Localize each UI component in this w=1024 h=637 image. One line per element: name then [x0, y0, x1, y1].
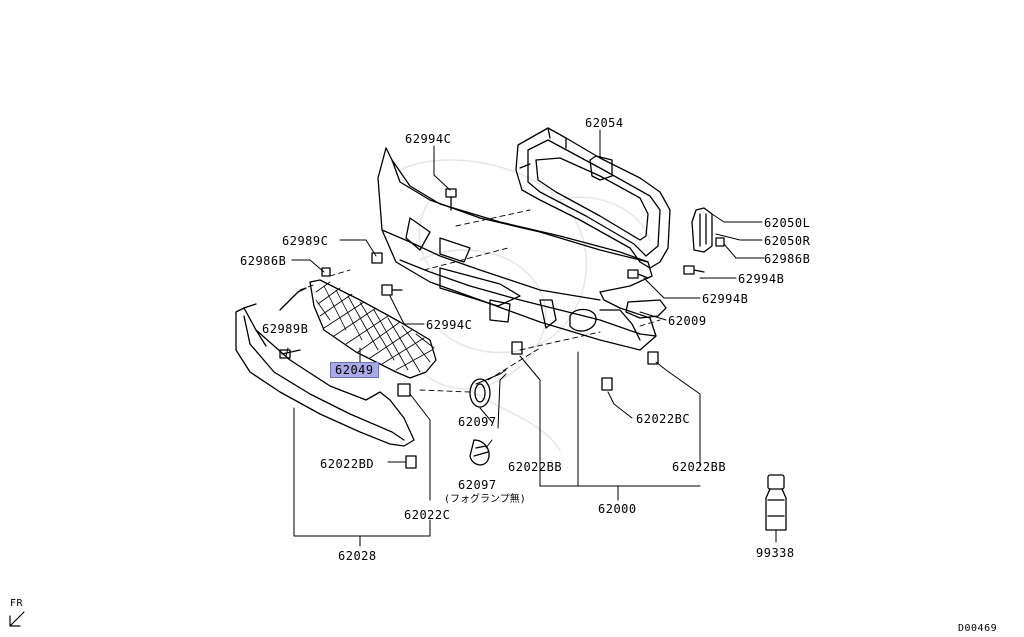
- front-bumper-62000: [377, 147, 657, 351]
- label-62994C-mid[interactable]: 62994C: [426, 318, 473, 332]
- fog-lamp-note: (フォグランプ無): [444, 494, 526, 505]
- fr-label: FR: [10, 598, 24, 609]
- leader-lines: [285, 129, 777, 547]
- label-62989B[interactable]: 62989B: [262, 322, 309, 336]
- label-62097-a[interactable]: 62097: [458, 415, 497, 429]
- label-62986B-right[interactable]: 62986B: [764, 252, 811, 266]
- diagram-code: D00469: [958, 623, 998, 634]
- label-62049-highlighted[interactable]: 62049: [330, 362, 379, 378]
- label-62022BC[interactable]: 62022BC: [636, 412, 691, 426]
- label-62022BB-a[interactable]: 62022BB: [508, 460, 563, 474]
- front-direction-arrow-icon: [9, 611, 25, 627]
- label-62028[interactable]: 62028: [338, 549, 377, 563]
- label-62022BD[interactable]: 62022BD: [320, 457, 375, 471]
- dashed-alignment-lines: [299, 209, 661, 393]
- bumper-reinforcement-62054: [515, 127, 671, 269]
- fasteners: [279, 188, 725, 469]
- watermark-logo: [399, 159, 651, 451]
- fog-cover-62097: [469, 378, 491, 466]
- label-62989C[interactable]: 62989C: [282, 234, 329, 248]
- bumper-cover-62028: [235, 287, 415, 447]
- label-62022BB-b[interactable]: 62022BB: [672, 460, 727, 474]
- label-62054[interactable]: 62054: [585, 116, 624, 130]
- label-99338[interactable]: 99338: [756, 546, 795, 560]
- label-62986B-left[interactable]: 62986B: [240, 254, 287, 268]
- label-62994B-b[interactable]: 62994B: [702, 292, 749, 306]
- touch-up-bottle-99338: [765, 474, 787, 531]
- label-62009[interactable]: 62009: [668, 314, 707, 328]
- label-62050R[interactable]: 62050R: [764, 234, 811, 248]
- label-62022C[interactable]: 62022C: [404, 508, 451, 522]
- label-62050L[interactable]: 62050L: [764, 216, 811, 230]
- grille-62049: [309, 279, 437, 379]
- spoiler-62009: [625, 299, 667, 319]
- label-62097-b[interactable]: 62097: [458, 478, 497, 492]
- label-62994C-top[interactable]: 62994C: [405, 132, 452, 146]
- label-62994B-a[interactable]: 62994B: [738, 272, 785, 286]
- label-62000[interactable]: 62000: [598, 502, 637, 516]
- side-bracket-62050: [691, 207, 713, 253]
